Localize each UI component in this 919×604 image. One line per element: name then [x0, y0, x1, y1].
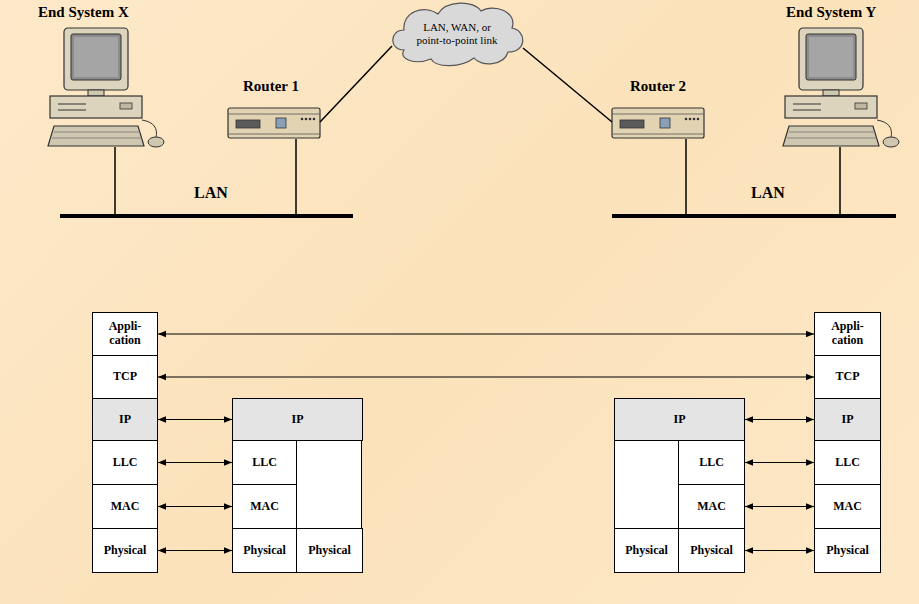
layer-name: MAC [697, 500, 726, 514]
device-label: End System X [38, 4, 129, 21]
device-label: End System Y [786, 4, 876, 21]
protocol-layer-box: Appli- cation [92, 312, 158, 356]
layer-name: Appli- cation [95, 320, 155, 348]
layer-name: IP [842, 413, 854, 427]
protocol-layer-box: Physical [814, 528, 881, 573]
layer-name: IP [674, 413, 686, 427]
layer-name: Physical [104, 544, 147, 558]
peer-arrow [745, 462, 814, 463]
layer-name: Physical [826, 544, 869, 558]
protocol-layer-box: TCP [814, 355, 881, 399]
router-icon [612, 108, 704, 138]
protocol-layer-box: TCP [92, 355, 158, 399]
protocol-layer-box: Appli- cation [814, 312, 881, 356]
router-icon [228, 108, 320, 138]
protocol-layer-box: Physical [232, 528, 297, 573]
protocol-layer-box: LLC [232, 440, 297, 485]
protocol-layer-box: Physical [678, 528, 745, 573]
protocol-layer-box: MAC [92, 484, 158, 529]
layer-name: TCP [836, 370, 860, 384]
peer-arrow [158, 462, 232, 463]
layer-name: IP [292, 413, 304, 427]
peer-arrow [158, 419, 232, 420]
protocol-layer-box: LLC [678, 440, 745, 485]
computer-icon [783, 28, 899, 147]
protocol-layer-box: Physical [614, 528, 679, 573]
layer-name: LLC [113, 456, 138, 470]
network-cloud: LAN, WAN, or point-to-point link [386, 0, 528, 68]
protocol-layer-box: IP [92, 398, 158, 441]
network-label: LAN [751, 184, 785, 202]
computer-icon [48, 28, 164, 147]
layer-name: MAC [111, 500, 140, 514]
lan-wires [60, 46, 896, 216]
protocol-layer-box: LLC [92, 440, 158, 485]
layer-name: IP [119, 413, 131, 427]
peer-arrow [158, 550, 232, 551]
protocol-layer-box: IP [614, 398, 745, 441]
layer-name: TCP [113, 370, 137, 384]
peer-arrow [158, 333, 814, 334]
empty-layer-box [297, 441, 679, 529]
layer-name: LLC [252, 456, 277, 470]
protocol-layer-box: LLC [814, 440, 881, 485]
peer-arrow [745, 506, 814, 507]
protocol-layer-box: IP [814, 398, 881, 441]
protocol-layer-box: Physical [92, 528, 158, 573]
protocol-layer-box: MAC [678, 484, 745, 529]
peer-arrow [745, 550, 814, 551]
layer-name: LLC [699, 456, 724, 470]
network-label: LAN, WAN, or point-to-point link [409, 21, 505, 46]
layer-name: Physical [308, 544, 351, 558]
device-label: Router 2 [630, 78, 686, 95]
peer-arrow [158, 376, 814, 377]
protocol-layer-box: MAC [814, 484, 881, 529]
network-label: LAN [194, 184, 228, 202]
layer-name: Physical [243, 544, 286, 558]
protocol-layer-box: MAC [232, 484, 297, 529]
layer-name: Appli- cation [817, 320, 878, 348]
layer-name: Physical [625, 544, 668, 558]
layer-name: MAC [250, 500, 279, 514]
device-label: Router 1 [243, 78, 299, 95]
layer-name: MAC [833, 500, 862, 514]
peer-arrow [745, 419, 814, 420]
peer-arrow [158, 506, 232, 507]
protocol-layer-box: Physical [296, 528, 363, 573]
layer-name: LLC [835, 456, 860, 470]
layer-name: Physical [690, 544, 733, 558]
protocol-layer-box: IP [232, 398, 363, 441]
